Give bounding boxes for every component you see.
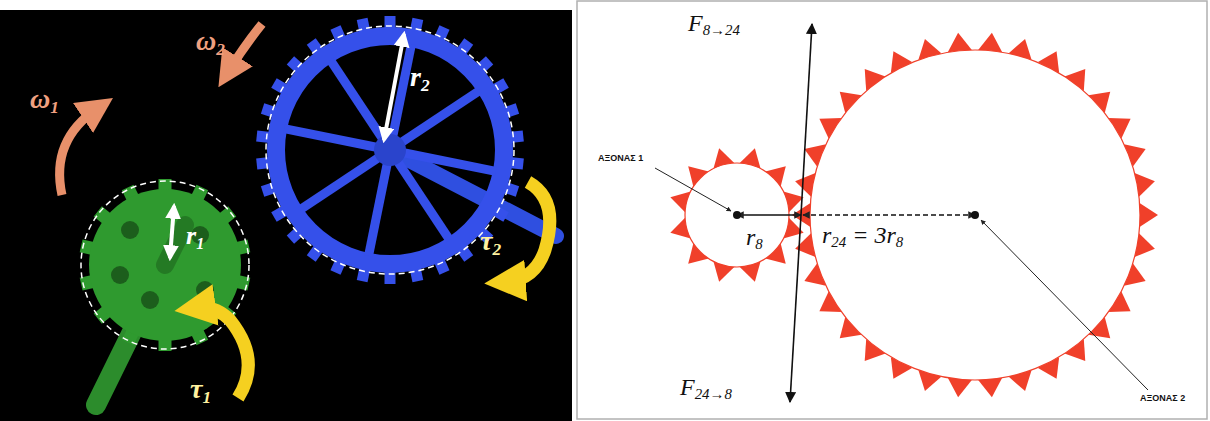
gear-hole — [196, 281, 214, 299]
gear-hole — [121, 221, 139, 239]
text-part: ΑΞΟΝΑΣ 2 — [1140, 393, 1185, 403]
gear-hub — [374, 134, 406, 166]
gear-tooth — [1140, 203, 1158, 227]
torque-label: τ2 — [480, 226, 501, 257]
text-part: r — [186, 221, 196, 250]
text-part: ω — [196, 25, 216, 56]
radius-label: r2 — [410, 62, 430, 93]
omega-label: ω1 — [30, 84, 59, 115]
radius-arrow — [803, 214, 975, 216]
gear-spoke — [300, 150, 390, 210]
gear-tooth — [978, 378, 1002, 397]
text-part: F — [688, 10, 703, 36]
subscript: 1 — [50, 98, 59, 117]
subscript: 2 — [421, 76, 430, 95]
gear-pair-3d — [60, 16, 556, 405]
subscript: 24 — [831, 234, 846, 250]
rotation-arrow — [60, 108, 98, 195]
text-part: = 3r — [846, 222, 896, 248]
torque-arrow — [195, 308, 248, 399]
pitch-circle — [81, 181, 249, 349]
text-part: r — [822, 222, 831, 248]
radius-arrow — [384, 34, 404, 140]
gear-tooth — [948, 378, 972, 397]
gear-tooth — [948, 33, 972, 52]
leader-line — [655, 168, 731, 211]
radius-label: r8 — [746, 224, 763, 250]
text-part: τ — [480, 225, 492, 256]
subscript: 8 — [896, 234, 903, 250]
subscript: 1 — [202, 388, 211, 407]
torque-arrow — [505, 182, 550, 282]
gear-pair-schematic — [655, 24, 1158, 402]
force-label: F24→8 — [680, 374, 732, 400]
text-part: ω — [30, 83, 50, 114]
torque-label: τ1 — [190, 374, 211, 405]
gear-hole — [141, 291, 159, 309]
subscript: 8→24 — [703, 22, 740, 38]
axis-label: ΑΞΟΝΑΣ 1 — [598, 154, 643, 164]
text-part: ΑΞΟΝΑΣ 1 — [598, 153, 643, 163]
gear-spoke — [330, 60, 390, 150]
subscript: 8 — [755, 236, 762, 252]
subscript: 2 — [216, 40, 225, 59]
dark-panel — [0, 10, 572, 421]
leader-line — [981, 220, 1148, 390]
subscript: 24→8 — [695, 386, 732, 402]
shaft — [165, 225, 185, 265]
text-part: r — [746, 224, 755, 250]
text-part: r — [410, 61, 421, 92]
force-label: F8→24 — [688, 10, 740, 36]
force-arrow — [790, 215, 801, 402]
subscript: 2 — [492, 240, 501, 259]
force-arrow — [801, 24, 812, 215]
radius-label: r1 — [186, 222, 204, 251]
gear-spoke — [390, 90, 480, 150]
text-part: F — [680, 374, 695, 400]
axle-dot — [971, 211, 979, 219]
pitch-circle — [266, 26, 514, 274]
gear-spoke — [390, 150, 450, 240]
radius-arrow — [170, 206, 174, 258]
radius-label: r24 = 3r8 — [822, 222, 903, 248]
omega-label: ω2 — [196, 26, 225, 57]
rotation-arrow — [228, 24, 262, 72]
subscript: 1 — [196, 235, 204, 252]
gear-rim — [276, 36, 504, 264]
text-part: τ — [190, 373, 202, 404]
gear-hole — [111, 266, 129, 284]
axle-dot — [733, 211, 741, 219]
radius-arrow — [737, 214, 801, 216]
panel-frame — [577, 1, 1207, 419]
axis-label: ΑΞΟΝΑΣ 2 — [1140, 394, 1185, 404]
gear-tooth — [978, 33, 1002, 52]
